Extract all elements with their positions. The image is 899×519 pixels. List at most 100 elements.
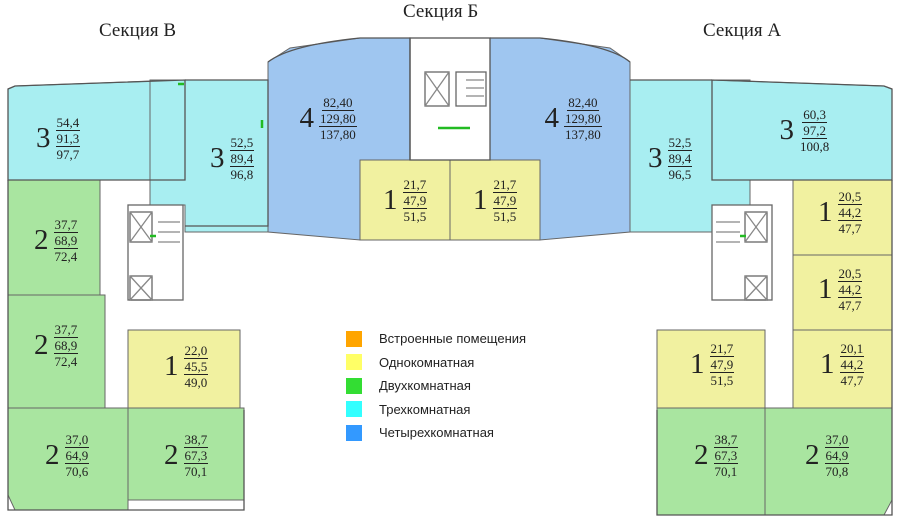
total-area: 44,2 <box>837 204 863 221</box>
room-count: 1 <box>690 347 705 380</box>
total-area-with-balcony: 70,6 <box>65 463 89 479</box>
legend-item: Трехкомнатная <box>346 398 526 422</box>
total-area: 89,4 <box>667 150 693 167</box>
legend-swatch <box>346 354 362 371</box>
total-area-with-balcony: 96,5 <box>668 166 692 182</box>
living-area: 20,5 <box>837 188 863 205</box>
total-area: 64,9 <box>824 447 850 464</box>
room-count: 1 <box>818 195 833 228</box>
room-count: 4 <box>544 101 560 134</box>
total-area: 67,3 <box>183 447 209 464</box>
legend-label: Двухкомнатная <box>379 378 471 394</box>
living-area: 52,5 <box>667 134 693 151</box>
total-area-with-balcony: 51,5 <box>493 208 517 224</box>
total-area-with-balcony: 70,8 <box>825 463 849 479</box>
total-area-with-balcony: 137,80 <box>320 126 356 142</box>
legend-swatch <box>346 424 362 441</box>
living-area: 38,7 <box>183 431 209 448</box>
total-area: 64,9 <box>64 447 90 464</box>
total-area-with-balcony: 47,7 <box>840 372 864 388</box>
room-count: 3 <box>648 141 663 174</box>
legend-item: Встроенные помещения <box>346 327 526 351</box>
section-title-v: Секция В <box>99 20 177 41</box>
total-area: 91,3 <box>55 130 81 147</box>
room-count: 1 <box>164 349 179 382</box>
legend-label: Трехкомнатная <box>379 401 471 417</box>
apartment-a-2-bottom-right <box>764 407 893 516</box>
total-area: 129,80 <box>319 110 357 127</box>
total-area-with-balcony: 97,7 <box>56 146 80 162</box>
room-count: 4 <box>299 101 315 134</box>
living-area: 82,40 <box>567 94 599 111</box>
total-area: 45,5 <box>183 358 209 375</box>
room-count: 1 <box>818 272 833 305</box>
living-area: 21,7 <box>709 340 735 357</box>
living-area: 60,3 <box>802 106 827 123</box>
apartment-fills <box>7 37 893 516</box>
total-area: 47,9 <box>492 192 518 209</box>
total-area-with-balcony: 51,5 <box>403 208 427 224</box>
total-area: 44,2 <box>839 356 865 373</box>
room-count: 2 <box>45 438 60 471</box>
total-area: 129,80 <box>564 110 602 127</box>
legend-label: Четырехкомнатная <box>379 425 494 441</box>
legend: Встроенные помещения Однокомнатная Двухк… <box>346 327 526 445</box>
legend-swatch <box>346 330 362 347</box>
room-count: 2 <box>694 438 709 471</box>
total-area: 97,2 <box>802 122 827 139</box>
total-area: 68,9 <box>53 337 79 354</box>
room-count: 2 <box>34 223 49 256</box>
room-count: 3 <box>210 141 225 174</box>
living-area: 37,7 <box>53 321 79 338</box>
apartment-b-1-right <box>449 159 541 241</box>
room-count: 1 <box>473 183 488 216</box>
total-area: 68,9 <box>53 232 79 249</box>
total-area-with-balcony: 96,8 <box>230 166 254 182</box>
room-count: 3 <box>779 113 795 146</box>
living-area: 54,4 <box>55 114 81 131</box>
total-area-with-balcony: 100,8 <box>800 138 830 154</box>
total-area-with-balcony: 49,0 <box>184 374 208 390</box>
room-count: 1 <box>383 183 398 216</box>
section-title-b: Секция Б <box>403 1 479 22</box>
total-area-with-balcony: 72,4 <box>54 248 78 264</box>
living-area: 38,7 <box>713 431 739 448</box>
legend-label: Однокомнатная <box>379 354 475 370</box>
living-area: 21,7 <box>492 176 518 193</box>
living-area: 37,0 <box>64 431 90 448</box>
room-count: 1 <box>820 347 835 380</box>
living-area: 22,0 <box>183 342 209 359</box>
room-count: 2 <box>34 328 49 361</box>
total-area-with-balcony: 70,1 <box>184 463 208 479</box>
living-area: 52,5 <box>229 134 255 151</box>
green-wall-accents <box>150 82 746 238</box>
